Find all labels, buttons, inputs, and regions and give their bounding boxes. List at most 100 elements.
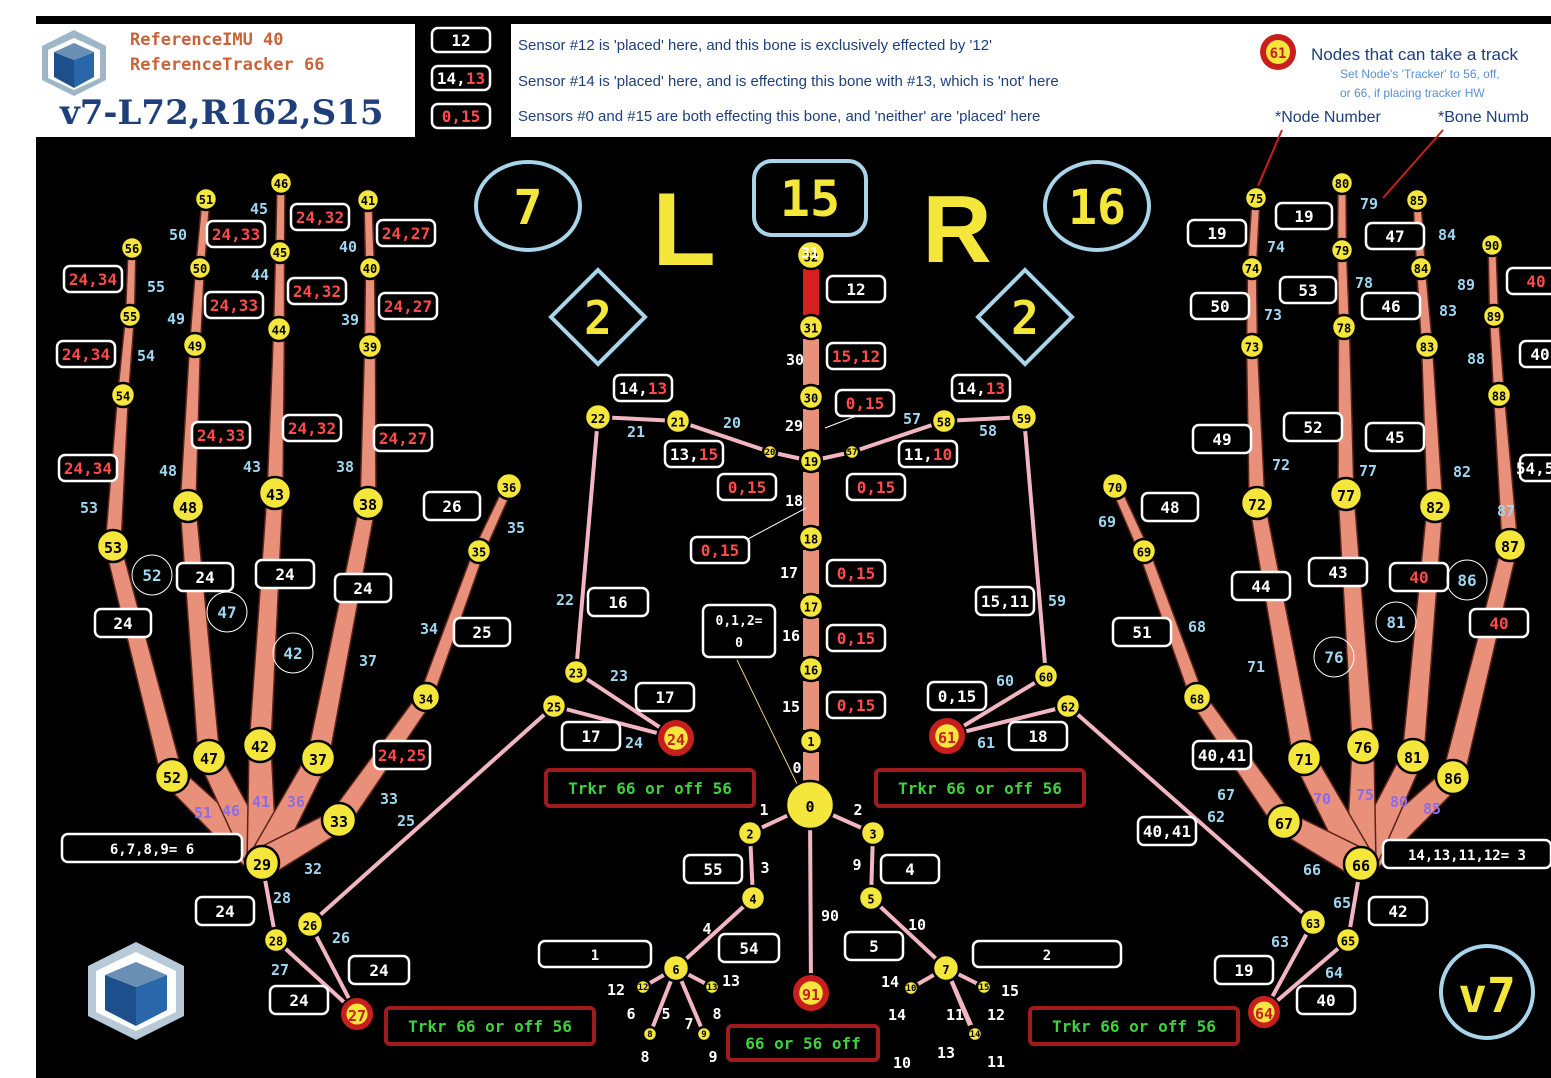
node-label: 9 xyxy=(701,1030,706,1040)
tracker-label: Trkr 66 or off 56 xyxy=(568,779,732,798)
skeleton-link xyxy=(274,938,359,1016)
sensor-box-label: 15,11 xyxy=(981,592,1029,611)
bone-number: 12 xyxy=(987,1006,1005,1024)
node-label: 87 xyxy=(1501,538,1519,556)
node-label: 27 xyxy=(348,1007,366,1025)
node-label: 7 xyxy=(942,963,949,977)
node-59 xyxy=(1009,402,1039,432)
sensor-box xyxy=(1367,895,1429,927)
sensor-box-label: 24 xyxy=(369,961,388,980)
legend: 12 14,13 0,15 Sensor #12 is 'placed' her… xyxy=(430,26,1059,130)
sensor-box xyxy=(1111,616,1173,648)
bone-number: 1 xyxy=(759,801,768,819)
sensor-box xyxy=(333,572,393,604)
sensor-box-label: 24 xyxy=(215,902,234,921)
bone-number: 55 xyxy=(147,278,165,296)
node-48 xyxy=(170,488,206,524)
sensor-box-label: 1 xyxy=(591,948,599,964)
node-label: 24 xyxy=(667,731,685,749)
sensor-box xyxy=(716,472,778,502)
sensor-box xyxy=(289,202,351,232)
node-label: 88 xyxy=(1492,389,1506,403)
sensor-box xyxy=(60,832,244,864)
skeleton-link xyxy=(850,419,946,454)
node-79 xyxy=(1329,237,1355,263)
sensor-box xyxy=(347,954,411,986)
sensor-box xyxy=(375,218,437,248)
node-14 xyxy=(966,1025,984,1043)
node-label: 19 xyxy=(804,455,818,469)
node-legend-line1: Set Node's 'Tracker' to 56, off, xyxy=(1340,67,1500,81)
sensor-box-label: 24 xyxy=(113,614,132,633)
sensor-box xyxy=(1282,411,1344,443)
skeleton-link xyxy=(1022,415,1048,678)
bone-number: 60 xyxy=(996,672,1014,690)
sensor-box xyxy=(1295,984,1357,1016)
node-label: 65 xyxy=(1341,934,1355,948)
sensor-box-label: 17 xyxy=(655,688,674,707)
skeleton-link xyxy=(674,896,755,970)
skeleton-link xyxy=(945,704,1070,738)
spine-top-label: 15 xyxy=(780,170,840,228)
bone-number: 7 xyxy=(684,1015,693,1033)
node-81 xyxy=(1394,737,1432,775)
node-13 xyxy=(703,978,721,996)
sensor-box-label: 24 xyxy=(195,568,214,587)
node-88 xyxy=(1485,381,1513,409)
node-label: 18 xyxy=(804,532,818,546)
sensor-box xyxy=(717,932,781,964)
sensor-box xyxy=(537,939,653,969)
node-label: 29 xyxy=(253,856,271,874)
sensor-box-label: 18 xyxy=(1028,727,1047,746)
marker-number: 42 xyxy=(283,644,302,663)
node-label: 74 xyxy=(1245,262,1259,276)
node-63 xyxy=(1298,907,1328,937)
bone-number: 53 xyxy=(80,499,98,517)
bone-number-caption: *Bone Numb xyxy=(1438,109,1529,126)
node-label: 66 xyxy=(1352,857,1370,875)
sensor-box xyxy=(1307,556,1369,588)
node-label: 41 xyxy=(361,194,375,208)
node-72 xyxy=(1239,485,1275,521)
sensor-box xyxy=(1274,201,1334,231)
bone-number: 25 xyxy=(397,812,415,830)
sensor-box-label: 0,15 xyxy=(701,541,740,560)
skeleton-link xyxy=(869,896,948,970)
node-label: 14 xyxy=(970,1030,981,1040)
node-68 xyxy=(1181,681,1213,713)
node-label: 45 xyxy=(273,246,287,260)
sensor-box xyxy=(682,853,744,885)
node-label: 82 xyxy=(1426,499,1444,517)
node-29 xyxy=(243,844,281,882)
node-17 xyxy=(797,592,825,620)
sensor-box-label: 40 xyxy=(1526,272,1545,291)
node-label: 50 xyxy=(193,262,207,276)
node-label: 59 xyxy=(1017,412,1031,426)
bone-number: 89 xyxy=(1457,276,1475,294)
node-15 xyxy=(975,978,993,996)
sensor-box-label: 4 xyxy=(905,860,915,879)
sensor-box xyxy=(1364,421,1426,453)
node-84 xyxy=(1408,255,1434,281)
bone-number: 23 xyxy=(610,667,628,685)
node-44 xyxy=(265,315,293,343)
sensor-box xyxy=(843,930,905,962)
node-label: 42 xyxy=(251,738,269,756)
bone-number: 8 xyxy=(712,1005,721,1023)
node-31 xyxy=(797,313,825,341)
sensor-box xyxy=(205,219,267,249)
sensor-box xyxy=(1364,221,1426,251)
node-61 xyxy=(935,724,959,748)
sensor-box xyxy=(1518,453,1551,483)
right-side-letter: R xyxy=(922,176,991,283)
bone-number: 18 xyxy=(785,492,803,510)
tracker-label: Trkr 66 or off 56 xyxy=(408,1017,572,1036)
node-label: 22 xyxy=(591,412,605,426)
sensor-box xyxy=(701,603,777,659)
node-47 xyxy=(190,738,228,776)
node-32 xyxy=(795,239,827,271)
bone-number: 61 xyxy=(977,734,995,752)
bone-number: 54 xyxy=(137,347,155,365)
node-82 xyxy=(1417,488,1453,524)
sensor-box xyxy=(452,616,512,648)
